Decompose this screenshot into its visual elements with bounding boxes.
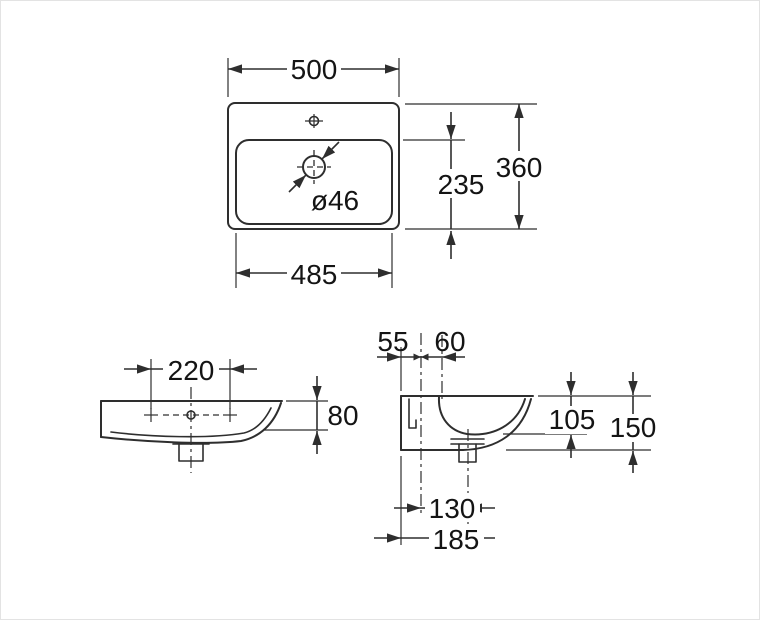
dim-tap-hole-spacing: 220 <box>124 355 257 409</box>
dim-overall-width: 500 <box>227 54 400 97</box>
overall-width-label: 500 <box>291 54 338 85</box>
plan-view: ø46 500 360 235 <box>227 54 547 290</box>
dim-drain-position: 130 185 <box>374 456 495 555</box>
label-mask <box>491 151 547 181</box>
overall-height-label: 150 <box>610 412 657 443</box>
front-view: 220 80 <box>100 355 359 473</box>
label-mask <box>429 524 484 553</box>
apron-height-label: 80 <box>327 400 358 431</box>
side-back-mounting-notch <box>408 398 417 429</box>
overall-depth-label: 360 <box>496 152 543 183</box>
bowl-inner-depth-label: 105 <box>549 404 596 435</box>
side-view: 55 60 105 150 130 <box>374 326 661 555</box>
back-to-drain-label: 185 <box>433 524 480 555</box>
front-bottom-edge <box>100 402 282 444</box>
dim-apron-height: 80 <box>263 376 359 454</box>
label-mask <box>606 414 661 442</box>
bowl-front-depth-label: 235 <box>438 169 485 200</box>
drain-hole: ø46 <box>288 141 359 216</box>
dim-bowl-width: 485 <box>235 233 393 290</box>
bowl-width-label: 485 <box>291 259 338 290</box>
dim-heights: 105 150 <box>503 372 661 473</box>
label-mask <box>425 493 480 522</box>
label-mask <box>163 355 219 384</box>
side-front-outer <box>462 398 532 451</box>
dim-overall-depth: 360 <box>405 103 547 230</box>
drain-diameter-label: ø46 <box>311 185 359 216</box>
mid-arrowhead <box>421 353 429 361</box>
fixing-to-drain-label: 130 <box>429 493 476 524</box>
drain-leader-arrow-sw <box>288 174 307 193</box>
dim-back-offsets: 55 60 <box>377 326 466 391</box>
basin-bowl-rim <box>235 139 393 225</box>
tap-hole-positions <box>144 408 237 422</box>
label-mask <box>434 169 488 198</box>
fixing-to-tap-label: 60 <box>434 326 465 357</box>
label-mask <box>287 259 341 288</box>
label-mask <box>545 406 598 434</box>
front-inner-contour <box>110 407 272 438</box>
side-bowl-inner <box>437 396 526 436</box>
back-to-fixing-label: 55 <box>377 326 408 357</box>
basin-outer-edge <box>227 102 400 230</box>
label-mask <box>287 54 341 83</box>
dim-bowl-front-depth: 235 <box>403 112 488 259</box>
tap-hole-marker <box>305 114 323 128</box>
mid-arrowhead <box>413 353 421 361</box>
drain-leader-arrow-ne <box>321 141 340 160</box>
center-tap-hole <box>186 410 196 420</box>
tap-spacing-label: 220 <box>168 355 215 386</box>
